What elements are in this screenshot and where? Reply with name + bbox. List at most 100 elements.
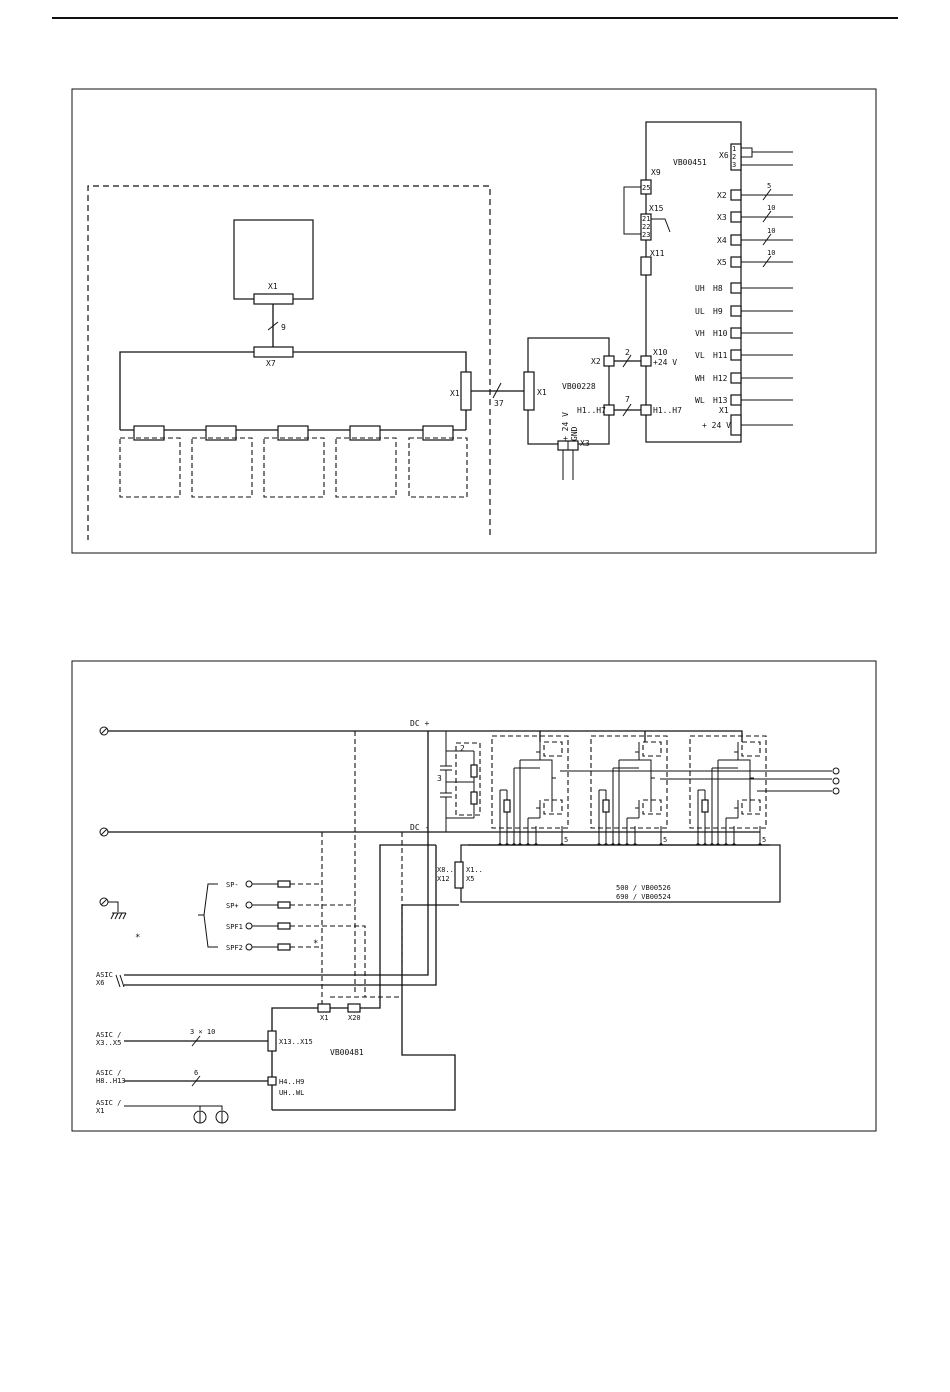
- right-connector-terminal: [730, 256, 742, 268]
- control-enclosure-dashed: [87, 185, 491, 540]
- right-connector-slash: [762, 233, 772, 246]
- sp-input-label: SP-: [226, 881, 239, 889]
- option-slot: [408, 425, 468, 498]
- option-bus-top: [119, 351, 467, 430]
- sp-input-label: SPF1: [226, 923, 243, 931]
- right-connector-label: H10: [713, 329, 728, 338]
- right-connector-count: 5: [767, 182, 771, 190]
- igbt-bottom-switch: [642, 799, 662, 815]
- sp-input-fuse: [277, 922, 291, 930]
- lower-connector-x7: [253, 346, 294, 358]
- link-2-slash: [622, 354, 632, 368]
- vb00228-board: [527, 337, 610, 445]
- asic-x1-l1: ASIC /: [96, 1099, 121, 1107]
- x8-label: X8..: [437, 866, 454, 874]
- option-slot-dashed: [408, 437, 468, 498]
- x20-terminal: [347, 1003, 361, 1013]
- asterisk-mid: *: [313, 939, 318, 949]
- right-connector-label: H13: [713, 396, 728, 405]
- x15-pin-2: 22: [642, 223, 650, 231]
- balancing-resistor-1: [470, 764, 478, 778]
- sp-dashed-links: [290, 883, 366, 997]
- power-board-label-1: 500 / VB00526: [616, 884, 671, 892]
- earth-symbol: [108, 901, 127, 920]
- asic-h8-l2: H8..H13: [96, 1077, 126, 1085]
- igbt-bottom-switch: [543, 799, 563, 815]
- asic-h8-l1: ASIC /: [96, 1069, 121, 1077]
- x15-connector: [640, 213, 652, 241]
- x9-x15-loop: [623, 186, 641, 235]
- option-slot: [119, 425, 181, 498]
- x15-label: X15: [649, 204, 664, 213]
- vb00228-connector-x1: [523, 371, 535, 411]
- fan-icon: [215, 1110, 229, 1124]
- option-slot-connector: [277, 425, 309, 441]
- sp-input-fuse: [277, 943, 291, 951]
- igbt-top-switch: [741, 741, 761, 757]
- gate-drive-wiring: [711, 759, 738, 845]
- asterisk-left: *: [135, 933, 140, 943]
- control-panel-box: [233, 219, 314, 300]
- option-slot-dashed: [119, 437, 181, 498]
- right-connector-signal: WL: [695, 396, 705, 405]
- link-2-label: 2: [625, 348, 630, 357]
- capacitor-wiring: [446, 750, 475, 819]
- sp-input-terminal: [245, 943, 253, 951]
- igbt-module-dashed: [491, 735, 569, 829]
- gate-drive-wiring: [612, 759, 639, 845]
- x1-terminal: [317, 1003, 331, 1013]
- igbt-module-dashed: [689, 735, 767, 829]
- vb00228-gnd-label: GND: [570, 426, 579, 441]
- sp-input-terminal: [245, 922, 253, 930]
- vb00228-24v-label: + 24 V: [561, 412, 570, 441]
- option-slot: [191, 425, 253, 498]
- asic-x6-l1: ASIC: [96, 971, 113, 979]
- right-connector-signal: WH: [695, 374, 705, 383]
- right-connector-label: H9: [713, 307, 723, 316]
- asic-x3-l2: X3..X5: [96, 1039, 121, 1047]
- x10-24v-label: +24 V: [653, 358, 677, 367]
- sp-input-terminal: [245, 901, 253, 909]
- x13-x15-label: X13..X15: [279, 1038, 313, 1046]
- x13-x15-connector: [267, 1030, 277, 1052]
- cap-label-2: 2: [460, 744, 465, 753]
- option-slot: [335, 425, 397, 498]
- right-connector-terminal: [730, 305, 742, 317]
- bus-6-label: 6: [194, 1069, 198, 1077]
- fan-icon: [193, 1110, 207, 1124]
- vb00481-label: VB00481: [330, 1048, 364, 1057]
- vb00228-x1-label: X1: [537, 388, 547, 397]
- power-board: [460, 844, 781, 903]
- option-slots: [119, 425, 468, 498]
- diagram-2: DC + DC - 2 3 5TEMU1U HU LU15TEMV1V HV L…: [71, 660, 877, 1132]
- link-7-label: 7: [625, 395, 630, 404]
- link-7-slash: [622, 403, 632, 417]
- right-connector-count: 10: [767, 227, 775, 235]
- output-terminal-v: [832, 777, 840, 785]
- phase-five-label: 5: [663, 836, 667, 844]
- bus-3x10-label: 3 × 10: [190, 1028, 215, 1036]
- igbt-module-dashed: [590, 735, 668, 829]
- sp-input-label: SPF2: [226, 944, 243, 952]
- vb00481-top-wiring: [271, 844, 436, 1110]
- right-connector-slash: [762, 210, 772, 223]
- right-connector-signal: VH: [695, 329, 705, 338]
- sp-input-label: SP+: [226, 902, 239, 910]
- right-connector-terminal: [730, 234, 742, 246]
- sp-brace: [198, 883, 218, 948]
- h4-h9-label: H4..H9: [279, 1078, 304, 1086]
- x10-label: X10: [653, 348, 668, 357]
- right-connector-slash: [762, 188, 772, 201]
- temp-sensor-resistor: [503, 799, 511, 813]
- option-slot-dashed: [191, 437, 253, 498]
- x6-label: X6: [719, 151, 729, 160]
- lower-connector-label: X7: [266, 359, 276, 368]
- option-slot: [263, 425, 325, 498]
- output-terminal-w: [832, 787, 840, 795]
- right-connector-terminal: [730, 394, 742, 406]
- right-connector-label: X3: [717, 213, 727, 222]
- right-connector-terminal: [730, 211, 742, 223]
- gate-drive-wiring: [513, 759, 540, 845]
- dc-plus-bus: [108, 730, 541, 832]
